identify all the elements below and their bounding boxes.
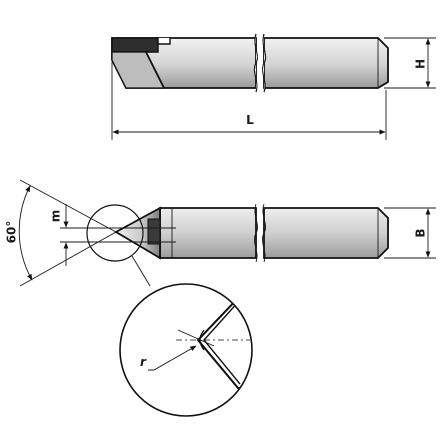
detail-marker-circle <box>86 204 144 262</box>
plan-view-body-left <box>159 207 257 259</box>
plan-view-break-right <box>262 203 266 263</box>
plan-view-insert-plate <box>147 218 161 245</box>
dimension-offset: m <box>49 204 176 266</box>
dimension-angle: 60° <box>5 179 117 287</box>
side-view-insert-bevel <box>111 51 165 89</box>
side-view-insert <box>111 37 159 53</box>
dimension-width-label: B <box>414 228 428 237</box>
plan-view <box>114 203 389 263</box>
dimension-height: H <box>384 37 436 89</box>
dimension-angle-label: 60° <box>5 221 19 244</box>
detail-radius-label: r <box>140 355 147 369</box>
dimension-height-label: H <box>414 59 428 69</box>
side-view-body-right <box>263 37 389 89</box>
dimension-offset-label: m <box>49 210 63 223</box>
dimension-length: L <box>111 62 387 140</box>
plan-view-body-right <box>263 207 389 259</box>
dimension-width: B <box>384 207 436 259</box>
detail-callout <box>86 204 151 287</box>
dimension-length-label: L <box>246 113 254 127</box>
side-view <box>111 33 389 93</box>
plan-view-break-left <box>254 203 258 263</box>
detail-zoom-view: r <box>119 283 253 417</box>
